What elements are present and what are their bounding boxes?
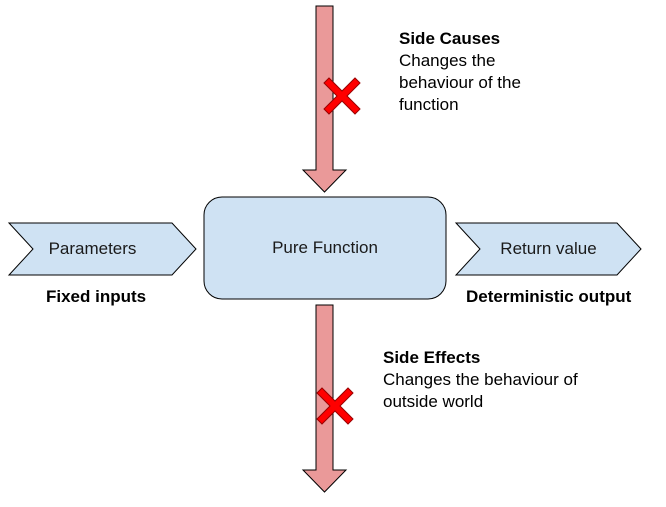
side-causes-note: Side Causes Changes the behaviour of the… (399, 28, 521, 116)
return-value-label: Return value (500, 239, 597, 258)
parameters-label: Parameters (48, 239, 137, 258)
pure-function-box (203, 196, 447, 300)
side-effects-note: Side Effects Changes the behaviour of ou… (383, 347, 578, 413)
side-causes-arrow (301, 5, 348, 193)
side-effects-line: Changes the behaviour of (383, 370, 578, 389)
side-causes-title: Side Causes (399, 29, 501, 48)
side-effects-line: outside world (383, 392, 484, 411)
side-causes-line: function (399, 95, 459, 114)
fixed-inputs-caption: Fixed inputs (46, 287, 147, 306)
cross-icon (323, 77, 361, 115)
parameters-chevron (7, 222, 197, 276)
deterministic-output-caption: Deterministic output (466, 287, 632, 306)
side-causes-line: Changes the (399, 51, 496, 70)
side-causes-line: behaviour of the (399, 73, 521, 92)
cross-icon (316, 387, 354, 425)
return-value-chevron (454, 222, 642, 276)
side-effects-title: Side Effects (383, 348, 481, 367)
pure-function-label: Pure Function (272, 238, 378, 257)
